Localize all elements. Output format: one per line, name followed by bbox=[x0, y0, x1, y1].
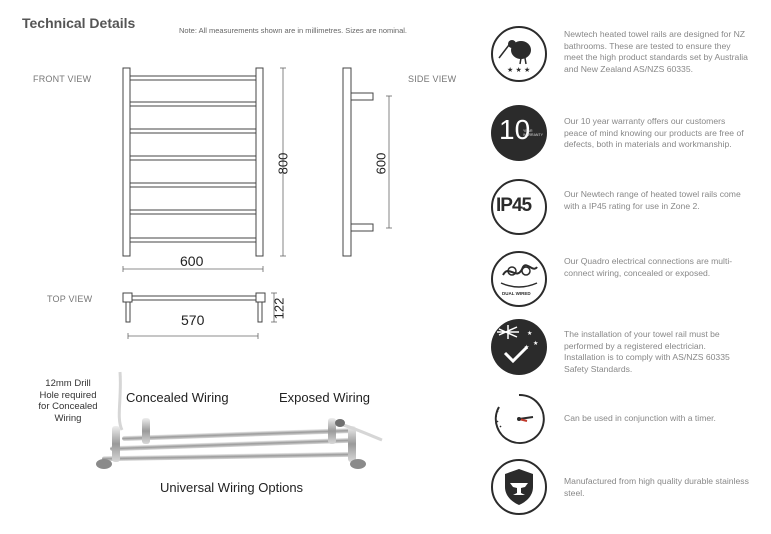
ip45-icon: IP45 bbox=[491, 179, 547, 235]
front-width-dimension: 600 bbox=[180, 253, 204, 269]
svg-text:★: ★ bbox=[533, 340, 538, 347]
page-title: Technical Details bbox=[22, 15, 136, 31]
feature-text-ip45: Our Newtech range of heated towel rails … bbox=[564, 189, 741, 211]
nz-flag-check-icon: ★ ★ ★ bbox=[491, 319, 547, 375]
ip45-label: IP45 bbox=[496, 195, 532, 216]
front-height-dimension: 800 bbox=[275, 152, 291, 175]
anvil-shield-icon bbox=[491, 459, 547, 515]
feature-text-warranty: Our 10 year warranty offers our customer… bbox=[564, 116, 744, 150]
top-view-label: TOP VIEW bbox=[47, 294, 93, 304]
concealed-wiring-label: Concealed Wiring bbox=[126, 390, 229, 405]
side-height-dimension: 600 bbox=[373, 152, 389, 175]
feature-text-installation: The installation of your towel rail must… bbox=[564, 329, 730, 374]
top-width-dimension: 570 bbox=[181, 312, 205, 328]
towel-rail-photo bbox=[96, 371, 383, 469]
svg-text:★: ★ bbox=[527, 330, 532, 337]
drill-hole-note: 12mm Drill Hole required for Concealed W… bbox=[38, 378, 98, 424]
timer-icon bbox=[491, 391, 547, 447]
exposed-wiring-label: Exposed Wiring bbox=[279, 390, 371, 405]
kiwi-bird-icon: ★ ★ ★ bbox=[491, 26, 547, 82]
dual-wired-label: DUAL WIRED bbox=[502, 291, 531, 296]
front-view-diagram bbox=[122, 67, 286, 272]
feature-text-wiring: Our Quadro electrical connections are mu… bbox=[564, 256, 733, 278]
svg-text:★ ★ ★: ★ ★ ★ bbox=[507, 66, 530, 74]
side-view-diagram bbox=[342, 67, 392, 257]
universal-wiring-label: Universal Wiring Options bbox=[160, 480, 304, 495]
side-view-label: SIDE VIEW bbox=[408, 74, 457, 84]
top-view-diagram bbox=[122, 292, 277, 339]
warranty-subtext: YEAR WARRANTY bbox=[523, 129, 543, 137]
measurement-note: Note: All measurements shown are in mill… bbox=[179, 26, 408, 35]
dual-wired-icon: DUAL WIRED bbox=[491, 251, 547, 307]
warranty-number: 10 bbox=[499, 114, 531, 145]
feature-text-nz-standards: Newtech heated towel rails are designed … bbox=[564, 29, 748, 74]
top-depth-dimension: 122 bbox=[271, 297, 287, 320]
feature-text-timer: Can be used in conjunction with a timer. bbox=[564, 413, 716, 423]
front-view-label: FRONT VIEW bbox=[33, 74, 92, 84]
warranty-10-year-icon: 10 YEAR WARRANTY bbox=[491, 105, 547, 161]
feature-text-stainless: Manufactured from high quality durable s… bbox=[564, 476, 749, 498]
